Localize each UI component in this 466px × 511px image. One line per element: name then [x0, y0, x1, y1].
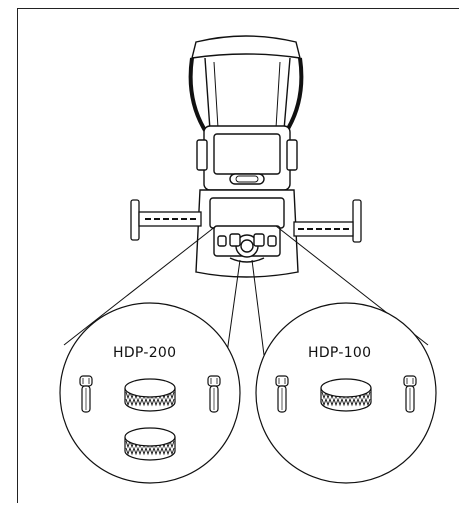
label-hdp-100: HDP-100	[308, 345, 371, 361]
detail-circle-hdp-100: HDP-100	[255, 302, 437, 484]
figure-frame	[17, 8, 459, 503]
detail-circle-hdp-200: HDP-200	[59, 302, 241, 484]
printer-head-icon	[188, 35, 304, 278]
label-hdp-200: HDP-200	[113, 345, 176, 361]
left-rail	[130, 199, 202, 241]
right-rail	[293, 199, 362, 243]
